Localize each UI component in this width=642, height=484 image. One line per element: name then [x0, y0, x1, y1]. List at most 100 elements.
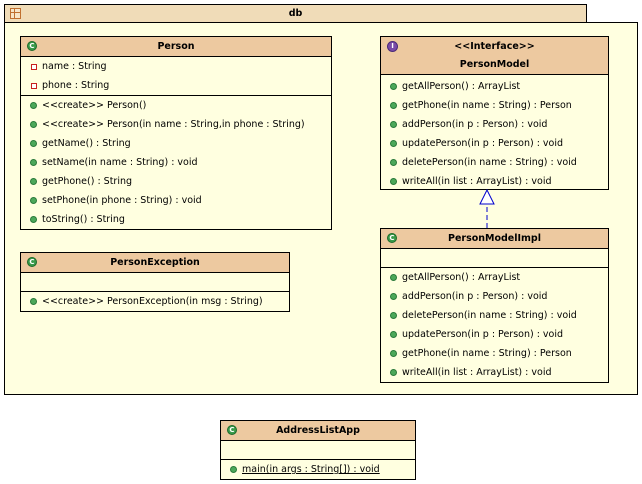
- operation-text: getPhone(in name : String) : Person: [402, 348, 572, 359]
- operation-row[interactable]: updatePerson(in p : Person) : void: [381, 134, 608, 153]
- class-header: C Person: [21, 37, 331, 57]
- class-header: I <<Interface>> PersonModel: [381, 37, 608, 75]
- class-name: PersonModel: [459, 59, 530, 70]
- class-address-list-app[interactable]: C AddressListApp main(in args : String[]…: [220, 420, 416, 480]
- class-name: AddressListApp: [276, 425, 360, 436]
- operations-section: main(in args : String[]) : void: [221, 460, 415, 479]
- class-name: PersonModelImpl: [447, 233, 541, 244]
- operation-text: <<create>> Person(): [42, 100, 147, 111]
- operation-text: updatePerson(in p : Person) : void: [402, 329, 564, 340]
- class-header: C PersonModelImpl: [381, 229, 608, 249]
- operation-text: getName() : String: [42, 138, 131, 149]
- operation-row[interactable]: <<create>> Person(in name : String,in ph…: [21, 115, 331, 134]
- public-member-icon: [230, 466, 237, 473]
- attribute-text: phone : String: [42, 80, 110, 91]
- attribute-row[interactable]: name : String: [21, 57, 331, 76]
- operation-row[interactable]: writeAll(in list : ArrayList) : void: [381, 172, 608, 191]
- operation-row[interactable]: setName(in name : String) : void: [21, 153, 331, 172]
- public-member-icon: [30, 121, 37, 128]
- operation-row[interactable]: getPhone() : String: [21, 172, 331, 191]
- operation-row[interactable]: deletePerson(in name : String) : void: [381, 306, 608, 325]
- class-icon: C: [27, 257, 37, 267]
- operations-section: getAllPerson() : ArrayList getPhone(in n…: [381, 75, 608, 191]
- operation-row[interactable]: toString() : String: [21, 210, 331, 229]
- package-name: db: [288, 8, 303, 19]
- attributes-section: [21, 273, 289, 292]
- operation-row[interactable]: getPhone(in name : String) : Person: [381, 96, 608, 115]
- attribute-row[interactable]: phone : String: [21, 76, 331, 95]
- package-icon: [10, 8, 21, 19]
- public-member-icon: [390, 369, 397, 376]
- public-member-icon: [390, 140, 397, 147]
- public-member-icon: [30, 159, 37, 166]
- class-header: C PersonException: [21, 253, 289, 273]
- stereotype-label: <<Interface>>: [454, 41, 535, 52]
- public-member-icon: [390, 102, 397, 109]
- operation-text: getPhone() : String: [42, 176, 133, 187]
- public-member-icon: [390, 274, 397, 281]
- attributes-section: [381, 249, 608, 268]
- class-name: Person: [157, 41, 195, 52]
- class-icon: C: [387, 233, 397, 243]
- public-member-icon: [390, 293, 397, 300]
- operation-text: getAllPerson() : ArrayList: [402, 272, 521, 283]
- class-header: C AddressListApp: [221, 421, 415, 441]
- interface-icon: I: [387, 41, 398, 52]
- operation-text: setPhone(in phone : String) : void: [42, 195, 202, 206]
- operation-text: getAllPerson() : ArrayList: [402, 81, 521, 92]
- public-member-icon: [390, 178, 397, 185]
- public-member-icon: [390, 159, 397, 166]
- operations-section: getAllPerson() : ArrayList addPerson(in …: [381, 268, 608, 382]
- operation-text: writeAll(in list : ArrayList) : void: [402, 176, 552, 187]
- public-member-icon: [390, 121, 397, 128]
- operation-text: toString() : String: [42, 214, 125, 225]
- public-member-icon: [30, 216, 37, 223]
- public-member-icon: [30, 298, 37, 305]
- operation-row[interactable]: getAllPerson() : ArrayList: [381, 77, 608, 96]
- interface-person-model[interactable]: I <<Interface>> PersonModel getAllPerson…: [380, 36, 609, 190]
- operation-row[interactable]: getAllPerson() : ArrayList: [381, 268, 608, 287]
- operation-row[interactable]: getPhone(in name : String) : Person: [381, 344, 608, 363]
- class-icon: C: [27, 41, 37, 51]
- operation-row[interactable]: writeAll(in list : ArrayList) : void: [381, 363, 608, 382]
- operation-text: updatePerson(in p : Person) : void: [402, 138, 564, 149]
- public-member-icon: [390, 331, 397, 338]
- attribute-text: name : String: [42, 61, 107, 72]
- operation-row[interactable]: <<create>> PersonException(in msg : Stri…: [21, 292, 289, 311]
- public-member-icon: [390, 350, 397, 357]
- operation-text: getPhone(in name : String) : Person: [402, 100, 572, 111]
- attributes-section: [221, 441, 415, 460]
- public-member-icon: [30, 178, 37, 185]
- operation-text: setName(in name : String) : void: [42, 157, 198, 168]
- operation-row[interactable]: setPhone(in phone : String) : void: [21, 191, 331, 210]
- operation-text: <<create>> PersonException(in msg : Stri…: [42, 296, 263, 307]
- operation-text: <<create>> Person(in name : String,in ph…: [42, 119, 305, 130]
- operation-text: deletePerson(in name : String) : void: [402, 157, 577, 168]
- operation-text: main(in args : String[]) : void: [242, 464, 380, 475]
- operation-text: writeAll(in list : ArrayList) : void: [402, 367, 552, 378]
- class-person-model-impl[interactable]: C PersonModelImpl getAllPerson() : Array…: [380, 228, 609, 383]
- operation-row[interactable]: addPerson(in p : Person) : void: [381, 115, 608, 134]
- class-person-exception[interactable]: C PersonException <<create>> PersonExcep…: [20, 252, 290, 312]
- public-member-icon: [390, 83, 397, 90]
- public-member-icon: [30, 197, 37, 204]
- operation-row[interactable]: deletePerson(in name : String) : void: [381, 153, 608, 172]
- operation-row[interactable]: <<create>> Person(): [21, 96, 331, 115]
- public-member-icon: [30, 140, 37, 147]
- class-person[interactable]: C Person name : String phone : String <<…: [20, 36, 332, 230]
- public-member-icon: [30, 102, 37, 109]
- operation-row[interactable]: getName() : String: [21, 134, 331, 153]
- operation-row[interactable]: updatePerson(in p : Person) : void: [381, 325, 608, 344]
- private-member-icon: [31, 64, 37, 70]
- operation-row[interactable]: main(in args : String[]) : void: [221, 460, 415, 479]
- operation-text: addPerson(in p : Person) : void: [402, 119, 548, 130]
- class-name: PersonException: [110, 257, 200, 268]
- operation-text: addPerson(in p : Person) : void: [402, 291, 548, 302]
- realization-arrowhead: [479, 188, 495, 205]
- private-member-icon: [31, 83, 37, 89]
- operation-text: deletePerson(in name : String) : void: [402, 310, 577, 321]
- class-icon: C: [227, 425, 237, 435]
- operation-row[interactable]: addPerson(in p : Person) : void: [381, 287, 608, 306]
- operations-section: <<create>> Person() <<create>> Person(in…: [21, 96, 331, 229]
